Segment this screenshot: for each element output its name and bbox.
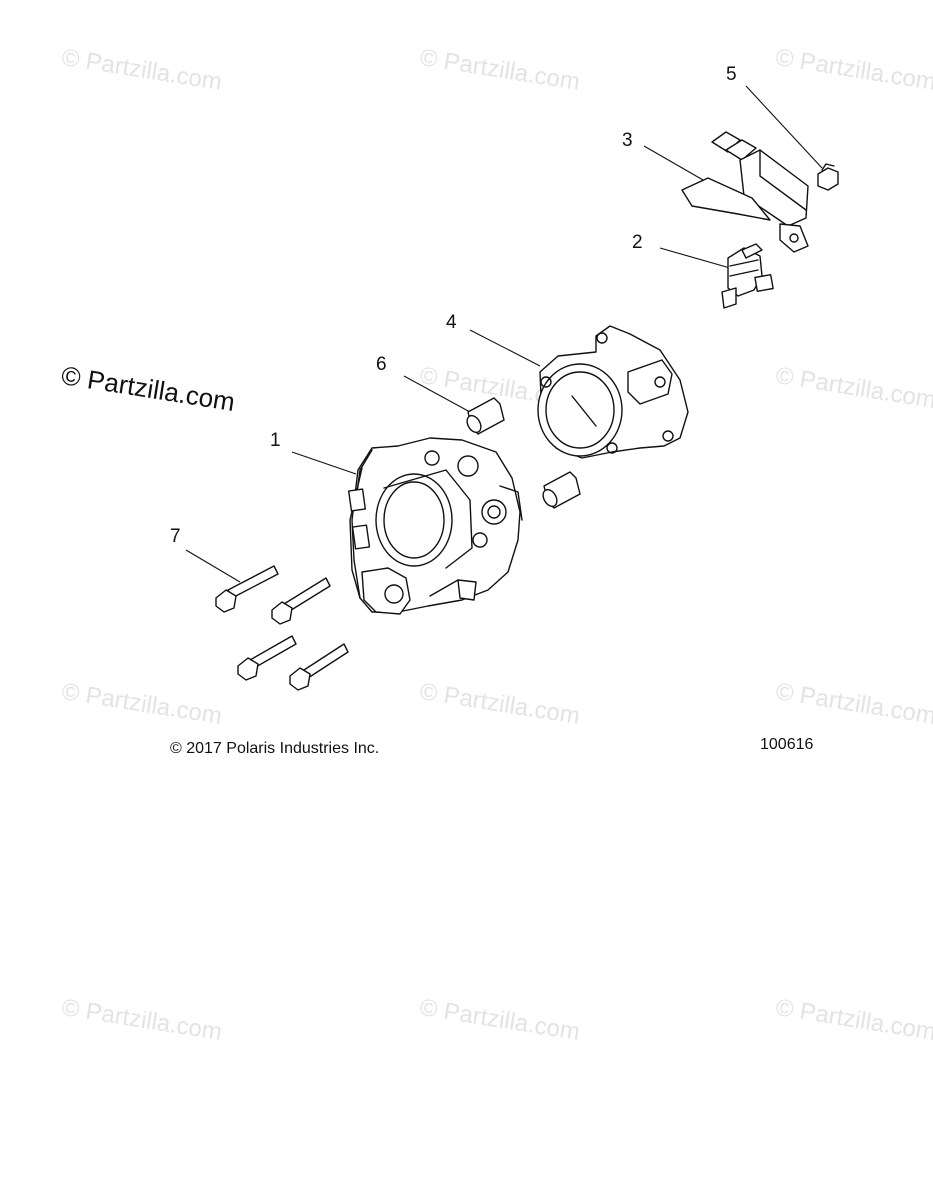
- copyright-text: © 2017 Polaris Industries Inc.: [170, 740, 380, 757]
- callout-5[interactable]: 5: [726, 64, 737, 85]
- bolt-5: [817, 163, 839, 191]
- leader-line-7: [185, 549, 241, 583]
- leader-line-5: [745, 85, 823, 169]
- flange-bolt-7-d: [289, 643, 349, 691]
- cap-screw-6-b: [542, 471, 581, 509]
- flange-bolt-7-c: [237, 635, 297, 681]
- throttle-body: [347, 437, 523, 615]
- diagram-number: 100616: [760, 736, 814, 753]
- leader-line-4: [469, 329, 541, 367]
- callout-6[interactable]: 6: [376, 354, 387, 375]
- intake-adapter: [537, 325, 689, 459]
- leader-line-2: [659, 247, 731, 269]
- callout-3[interactable]: 3: [622, 130, 633, 151]
- cap-screw-6: [466, 397, 505, 435]
- leader-line-3: [643, 145, 711, 185]
- fuel-injector: [721, 243, 774, 309]
- callout-2[interactable]: 2: [632, 232, 643, 253]
- leader-line-1: [291, 451, 357, 475]
- leader-line-6: [403, 375, 471, 413]
- callout-4[interactable]: 4: [446, 312, 457, 333]
- flange-bolt-7-b: [271, 577, 331, 625]
- callout-7[interactable]: 7: [170, 526, 181, 547]
- flange-bolt-7: [215, 565, 279, 613]
- fuel-rail: [681, 131, 809, 253]
- callout-1[interactable]: 1: [270, 430, 281, 451]
